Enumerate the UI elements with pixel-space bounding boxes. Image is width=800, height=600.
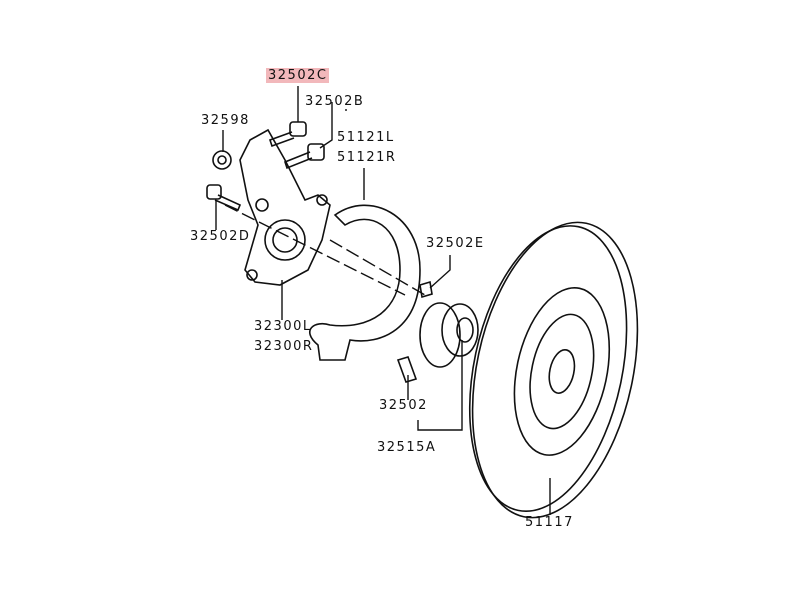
bolt-32502 [396, 356, 418, 383]
callout-32515A[interactable]: 32515A [377, 440, 437, 455]
bolt-32502C [268, 121, 307, 148]
callout-32598[interactable]: 32598 [201, 113, 250, 128]
bolt-32502E [419, 280, 433, 299]
nut-32598 [212, 150, 232, 170]
brake-rotor [468, 221, 639, 519]
bolt-32502D [206, 184, 242, 212]
callout-32502E[interactable]: 32502E [426, 236, 485, 251]
callout-32502D[interactable]: 32502D [190, 229, 251, 244]
callout-32502[interactable]: 32502 [379, 398, 428, 413]
callout-32502C[interactable]: 32502C [266, 68, 330, 83]
callout-32502B[interactable]: 32502B [305, 94, 365, 109]
hub-bearing [419, 302, 479, 368]
bolt-32502B [284, 143, 325, 170]
callout-32300L[interactable]: 32300L [254, 319, 312, 334]
steering-knuckle [239, 128, 331, 286]
callout-51121L[interactable]: 51121L [337, 130, 395, 145]
dust-shield [309, 204, 421, 361]
callout-51121R[interactable]: 51121R [337, 150, 397, 165]
callout-51117[interactable]: 51117 [525, 515, 574, 530]
callout-32300R[interactable]: 32300R [254, 339, 314, 354]
leader-lines [215, 86, 551, 515]
